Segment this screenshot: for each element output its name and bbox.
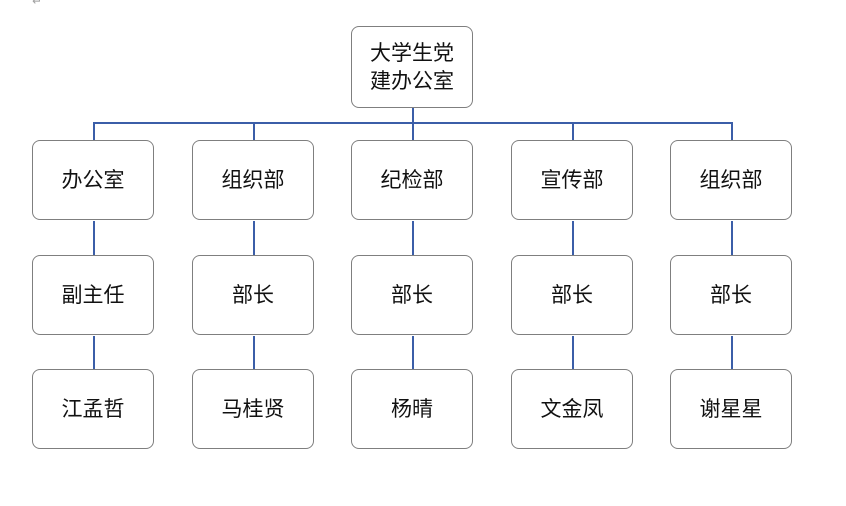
department-label: 组织部 xyxy=(699,168,763,192)
connector-to-position xyxy=(93,221,95,255)
connector-to-position xyxy=(572,221,574,255)
person-node: 马桂贤 xyxy=(192,369,314,449)
connector-to-person xyxy=(412,336,414,369)
department-node: 办公室 xyxy=(32,140,154,220)
paragraph-mark-icon: ↵ xyxy=(32,0,43,8)
connector-to-department xyxy=(572,123,574,140)
root-label-line1: 大学生党 xyxy=(370,41,454,65)
position-node: 部长 xyxy=(670,255,792,335)
person-node: 杨晴 xyxy=(351,369,473,449)
person-node: 谢星星 xyxy=(670,369,792,449)
position-node: 部长 xyxy=(351,255,473,335)
person-label: 杨晴 xyxy=(391,397,433,421)
position-node: 部长 xyxy=(511,255,633,335)
position-label: 部长 xyxy=(710,283,752,307)
department-label: 纪检部 xyxy=(380,168,444,192)
position-label: 部长 xyxy=(391,283,433,307)
person-node: 文金凤 xyxy=(511,369,633,449)
connector-to-department xyxy=(731,123,733,140)
department-label: 宣传部 xyxy=(540,168,604,192)
connector-to-position xyxy=(253,221,255,255)
person-label: 谢星星 xyxy=(699,397,763,421)
position-node: 部长 xyxy=(192,255,314,335)
connector-to-department xyxy=(93,123,95,140)
department-node: 组织部 xyxy=(192,140,314,220)
department-node: 组织部 xyxy=(670,140,792,220)
connector-to-position xyxy=(731,221,733,255)
connector-to-department xyxy=(253,123,255,140)
person-label: 马桂贤 xyxy=(221,397,285,421)
root-node: 大学生党 建办公室 xyxy=(351,26,473,108)
connector-to-person xyxy=(93,336,95,369)
department-label: 办公室 xyxy=(61,168,125,192)
connector-to-person xyxy=(253,336,255,369)
person-label: 江孟哲 xyxy=(61,397,125,421)
person-label: 文金凤 xyxy=(540,397,604,421)
position-node: 副主任 xyxy=(32,255,154,335)
connector-to-person xyxy=(731,336,733,369)
connector-to-department xyxy=(412,123,414,140)
position-label: 副主任 xyxy=(61,283,125,307)
position-label: 部长 xyxy=(232,283,274,307)
person-node: 江孟哲 xyxy=(32,369,154,449)
position-label: 部长 xyxy=(551,283,593,307)
root-label-line2: 建办公室 xyxy=(370,69,454,93)
department-label: 组织部 xyxy=(221,168,285,192)
department-node: 宣传部 xyxy=(511,140,633,220)
connector-to-position xyxy=(412,221,414,255)
department-node: 纪检部 xyxy=(351,140,473,220)
connector-to-person xyxy=(572,336,574,369)
connector-root-down xyxy=(412,107,414,123)
